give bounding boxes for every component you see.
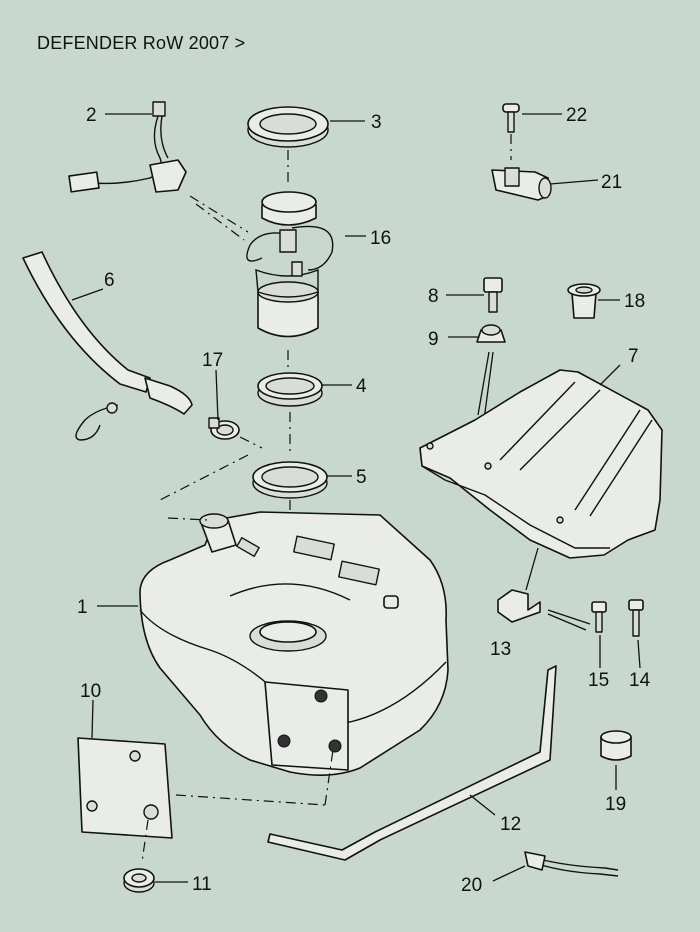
leader-13b xyxy=(547,613,587,631)
callout-11: 11 xyxy=(192,874,212,895)
part-17-hose-clamp xyxy=(208,417,240,440)
diagram-title: DEFENDER RoW 2007 > xyxy=(37,33,246,53)
part-6-filler-hose xyxy=(22,251,193,441)
callout-6: 6 xyxy=(104,270,115,291)
axis-line-hose xyxy=(159,454,249,501)
axis-line-neck xyxy=(167,517,209,521)
axis-line-10 xyxy=(175,794,326,806)
part-20-cable-tie xyxy=(524,851,619,877)
part-10-cover-plate xyxy=(77,737,173,839)
callout-1: 1 xyxy=(77,597,88,618)
part-2-wiring-harness xyxy=(68,101,187,193)
leader-9a xyxy=(477,351,490,416)
callout-2: 2 xyxy=(86,105,97,126)
part-19-rubber-mount xyxy=(600,730,632,761)
leader-13 xyxy=(547,609,591,625)
part-22-screw xyxy=(502,103,520,133)
callout-9: 9 xyxy=(428,329,439,350)
leader-lines xyxy=(71,113,641,883)
callout-22: 22 xyxy=(566,105,587,126)
callout-5: 5 xyxy=(356,467,367,488)
callout-13: 13 xyxy=(490,639,511,660)
part-11-grommet xyxy=(123,868,155,893)
part-16-fuel-pump-module xyxy=(246,191,334,338)
part-1-fuel-tank xyxy=(139,511,449,776)
callout-8: 8 xyxy=(428,286,439,307)
part-21-connector-clip xyxy=(491,167,552,201)
callout-labels: 2 3 16 6 17 4 5 1 10 11 12 13 15 14 19 2… xyxy=(77,105,651,896)
callout-21: 21 xyxy=(601,172,622,193)
part-9-nut xyxy=(476,324,506,343)
leader-7 xyxy=(525,547,539,591)
part-12-strap xyxy=(267,665,557,861)
axis-line-11 xyxy=(141,819,149,863)
callout-15: 15 xyxy=(588,670,609,691)
axis-line-10b xyxy=(324,749,334,806)
part-18-bush xyxy=(567,283,601,319)
part-14-bolt xyxy=(628,599,644,637)
callout-4: 4 xyxy=(356,376,367,397)
part-15-bolt xyxy=(591,601,607,633)
callout-14: 14 xyxy=(629,670,651,691)
axis-line-2b xyxy=(195,203,245,241)
callout-16: 16 xyxy=(370,228,391,249)
part-4-locking-ring xyxy=(257,372,323,407)
callout-3: 3 xyxy=(371,112,382,133)
callout-20: 20 xyxy=(461,875,482,896)
axis-line-17 xyxy=(239,436,263,449)
axis-line-2 xyxy=(189,195,249,233)
callout-7: 7 xyxy=(628,346,639,367)
callout-10: 10 xyxy=(80,681,101,702)
part-3-seal-ring xyxy=(247,106,329,148)
part-13-bracket xyxy=(497,589,541,623)
part-7-heat-shield xyxy=(419,369,663,559)
part-8-bolt xyxy=(483,277,503,313)
callout-18: 18 xyxy=(624,291,645,312)
callout-12: 12 xyxy=(500,814,521,835)
callout-17: 17 xyxy=(202,350,223,371)
leader-9b xyxy=(483,351,494,421)
callout-19: 19 xyxy=(605,794,626,815)
part-5-seal xyxy=(252,461,328,499)
